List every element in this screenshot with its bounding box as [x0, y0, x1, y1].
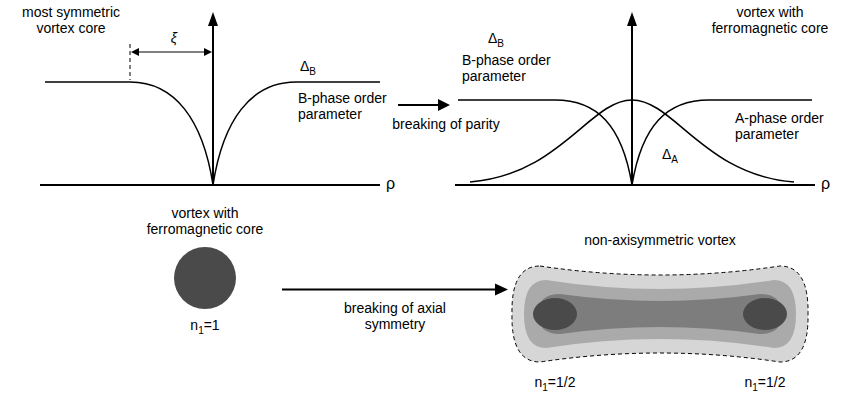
core-disc: [174, 247, 236, 309]
order-parameter-symbol: ΔA: [662, 146, 702, 162]
order-parameter-symbol: ΔB: [300, 58, 340, 74]
transition-label: breaking of axial symmetry: [335, 300, 455, 332]
node-heading: non-axisymmetric vortex: [510, 232, 810, 248]
subscript: B: [309, 66, 316, 77]
xi-dimension: [134, 52, 209, 53]
winding-number: n1=1/2: [510, 374, 600, 390]
vertical-axis: [631, 22, 633, 185]
winding-number: n1=1/2: [720, 374, 810, 390]
rho-axis: [455, 184, 815, 186]
node-heading: vortex with ferromagnetic core: [130, 205, 280, 237]
core-size-symbol: ξ: [164, 30, 184, 46]
arrowhead: [495, 284, 508, 296]
rho-axis: [40, 184, 380, 186]
half-vortex-core: [533, 298, 577, 330]
subscript: 1: [752, 382, 758, 393]
axis-arrowhead: [208, 12, 218, 26]
dimension-arrowhead: [131, 48, 139, 56]
connector-line: [282, 289, 496, 291]
vertical-axis: [212, 22, 214, 185]
subscript: B: [497, 38, 504, 49]
transition-label: breaking of parity: [382, 116, 510, 132]
order-parameter-symbol: ΔB: [488, 30, 528, 46]
axis-arrowhead: [627, 12, 637, 26]
structure-label: vortex with ferromagnetic core: [700, 4, 840, 36]
caption-text: most symmetric vortex core: [5, 4, 137, 36]
subscript: 1: [198, 325, 204, 336]
vortex-core-circle: vortex with ferromagnetic core n1=1: [130, 205, 280, 347]
axis-label: ρ: [821, 176, 837, 192]
ferromagnetic-core: [172, 245, 238, 311]
subscript: A: [671, 154, 678, 165]
transition-arrow: [282, 284, 508, 296]
dimension-arrowhead: [204, 48, 212, 56]
curve-label: B-phase order parameter: [462, 52, 566, 84]
transition-arrowhead: [438, 99, 450, 111]
core-size-marker: [130, 44, 131, 80]
outer-core: [512, 266, 808, 362]
transition-arrow: [398, 104, 440, 106]
axis-label: ρ: [386, 176, 402, 192]
winding-number: n1=1: [130, 317, 280, 333]
subscript: 1: [542, 382, 548, 393]
non-axisymmetric-core: [510, 258, 810, 370]
curve-label: B-phase order parameter: [298, 90, 402, 122]
middle-core: [524, 280, 796, 348]
curve-label: A-phase order parameter: [735, 110, 839, 142]
split-vortex-shape: non-axisymmetric vortex n1=1/2 n1=1/2: [510, 232, 810, 400]
half-vortex-core: [743, 298, 787, 330]
